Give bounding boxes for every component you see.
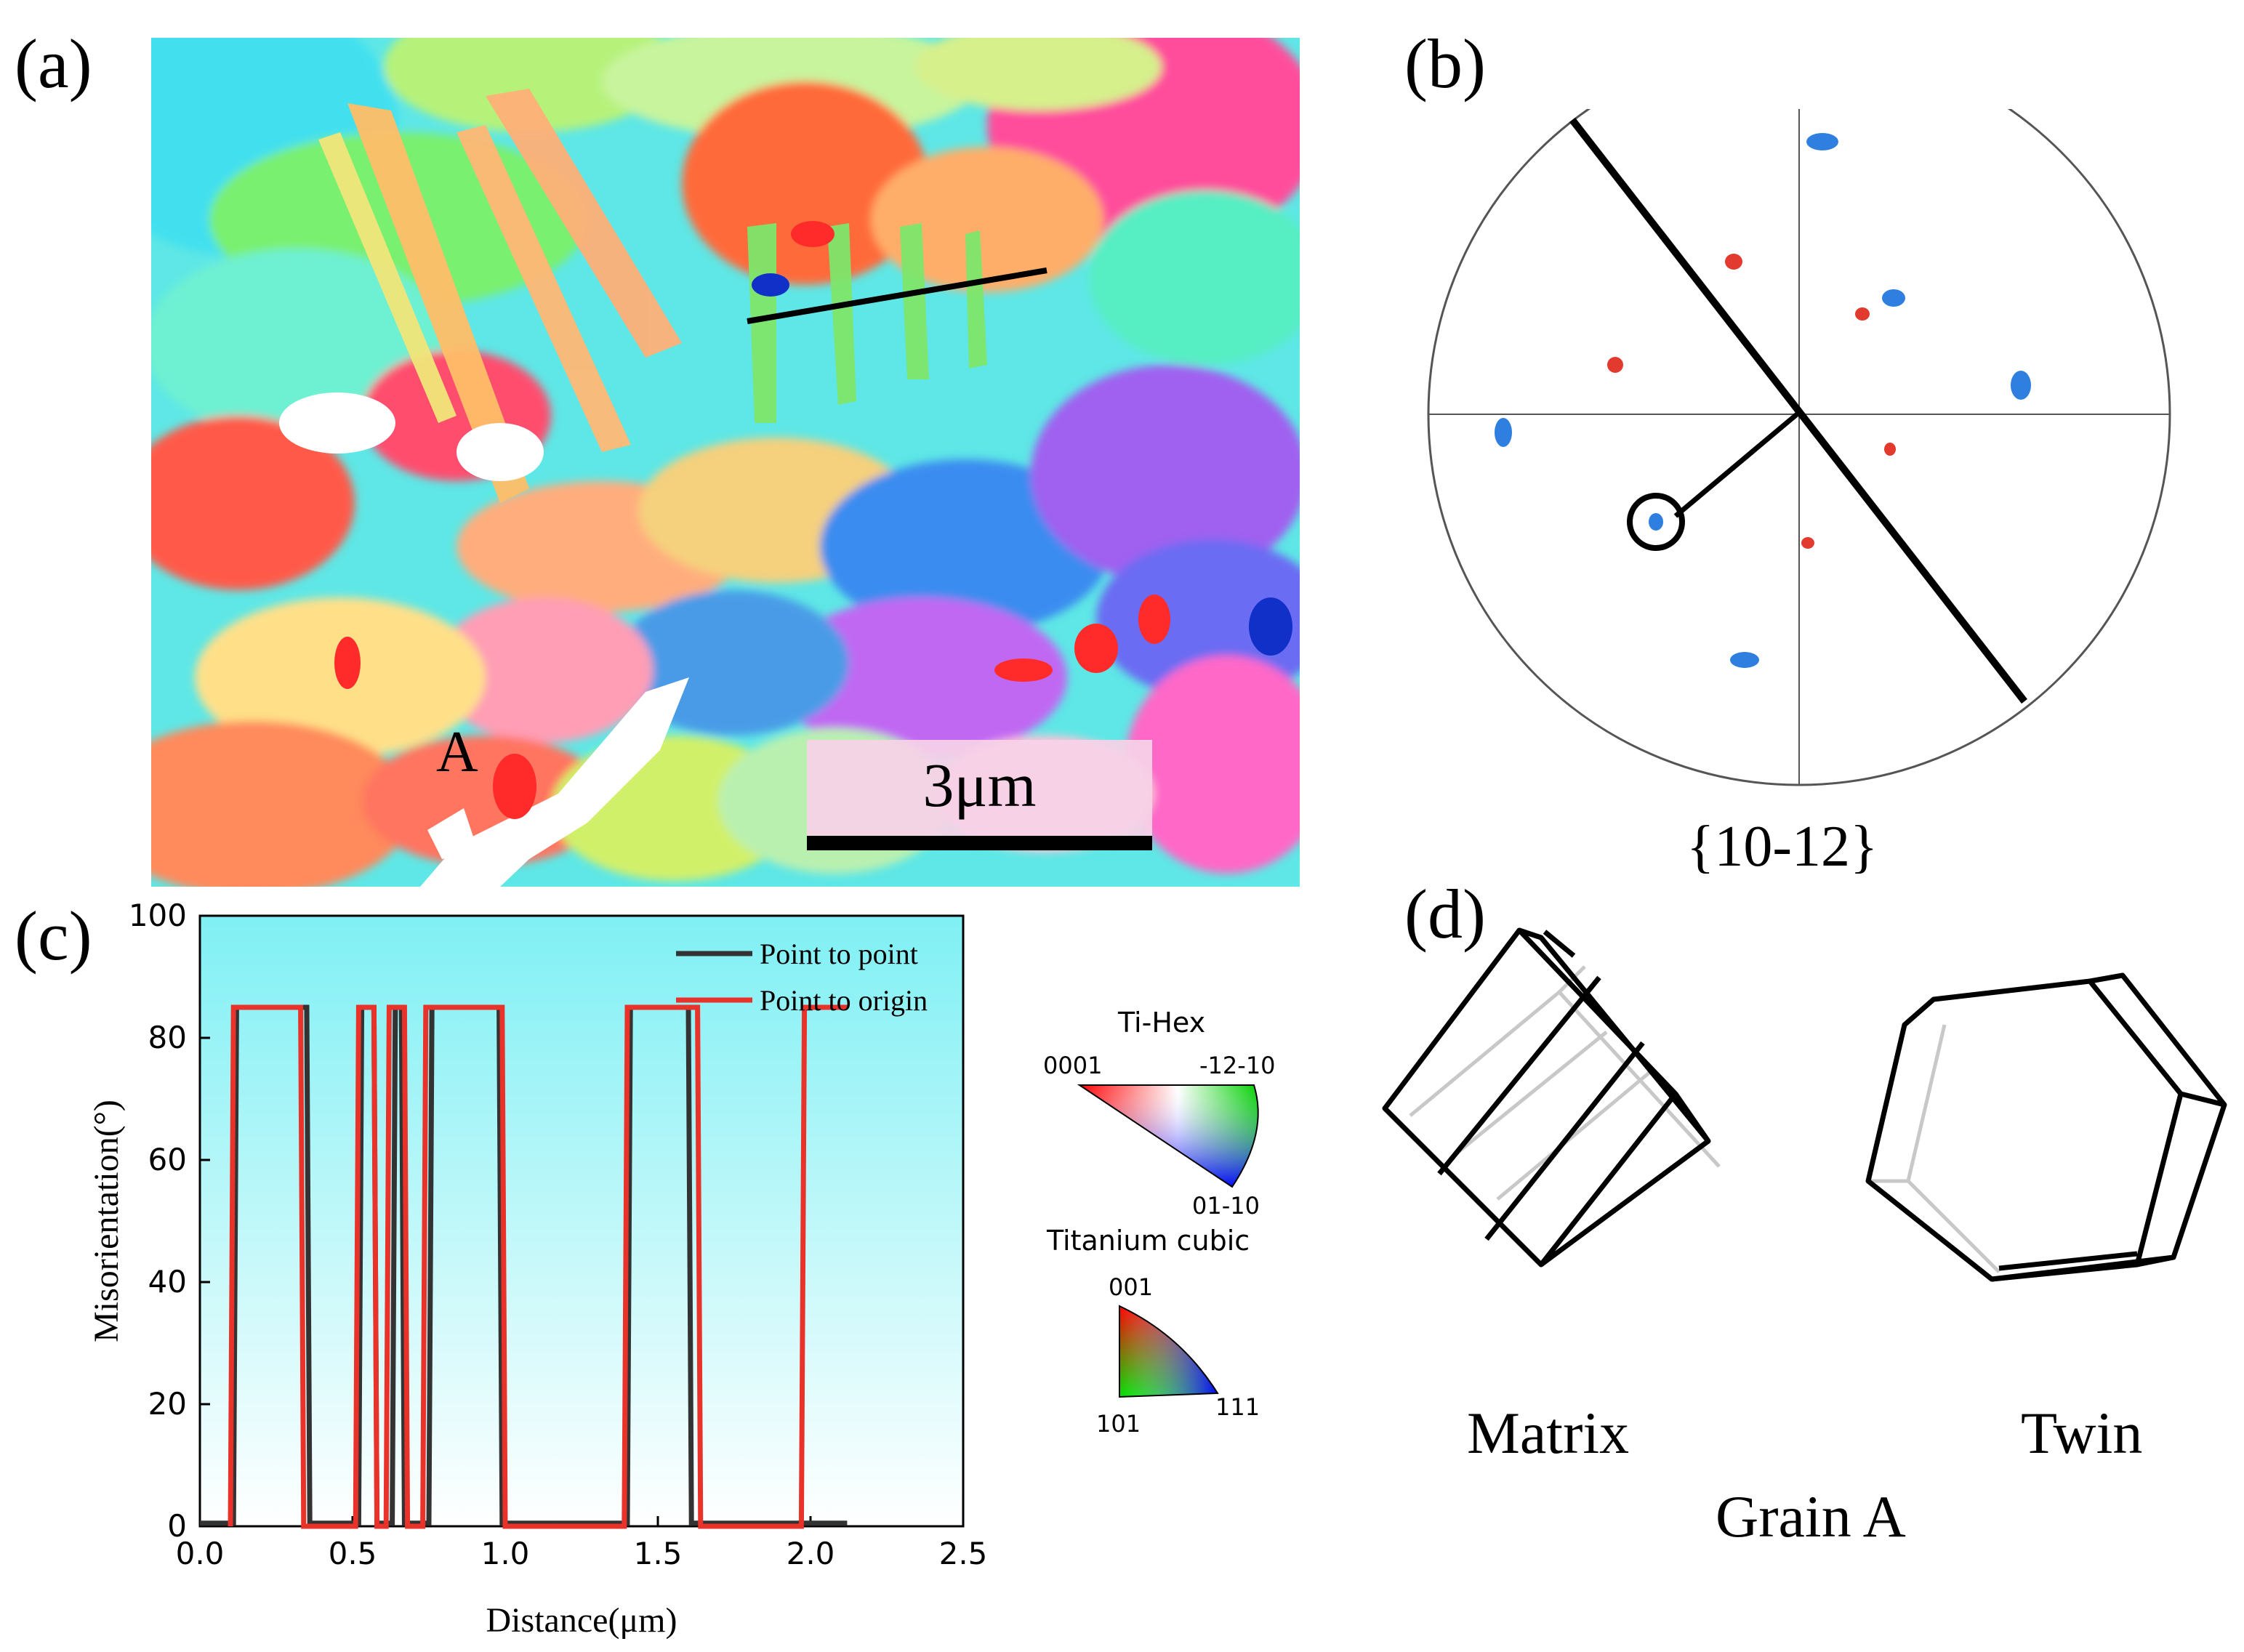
grain-a-label: A (436, 720, 478, 784)
y-tick-label: 80 (148, 1020, 187, 1055)
ebsd-orientation-map (151, 38, 1300, 887)
x-tick-label: 0.5 (329, 1536, 377, 1571)
x-tick-label: 2.5 (939, 1536, 988, 1571)
y-tick-label: 100 (129, 901, 187, 933)
cubic-key-title: Titanium cubic (1047, 1225, 1250, 1257)
panel-a-label: (a) (15, 25, 92, 102)
cubic-key-101: 101 (1096, 1410, 1141, 1438)
hex-key-0001: 0001 (1043, 1052, 1103, 1079)
scale-bar-label: 3μm (922, 750, 1037, 820)
twin-crystal (1865, 972, 2227, 1282)
plot-area (198, 914, 965, 1528)
y-tick-label: 0 (167, 1508, 187, 1544)
hex-color-key (1077, 1084, 1259, 1188)
hex-key-12-10: -12-10 (1199, 1052, 1276, 1079)
hex-key-title: Ti-Hex (1118, 1007, 1206, 1039)
twin-plane-trace (1569, 117, 2027, 704)
scale-bar (807, 836, 1152, 850)
matrix-poles (1495, 133, 2031, 668)
series-line-point-to-origin (228, 1004, 848, 1529)
y-tick-label: 20 (148, 1386, 187, 1422)
x-tick-label: 1.0 (481, 1536, 530, 1571)
y-axis-label: Misorientation(°) (87, 1100, 126, 1342)
matrix-crystal (1382, 927, 1721, 1268)
cubic-key-001: 001 (1109, 1273, 1154, 1301)
y-tick-label: 60 (148, 1142, 187, 1177)
line-profile (747, 267, 1047, 324)
legend-label: Point to origin (760, 984, 928, 1017)
twin-poles (1607, 254, 1896, 549)
matrix-label: Matrix (1467, 1400, 1630, 1466)
highlight-circle (1627, 493, 1685, 551)
twin-label: Twin (2021, 1400, 2143, 1466)
x-tick-label: 1.5 (634, 1536, 683, 1571)
panel-c-label: (c) (15, 897, 92, 975)
x-tick-label: 0.0 (176, 1536, 225, 1571)
x-axis-label: Distance(μm) (486, 1601, 677, 1640)
hex-key-01-10: 01-10 (1192, 1192, 1260, 1220)
cubic-color-key (1119, 1305, 1219, 1398)
crystal-schematics (1382, 927, 2227, 1282)
panel-b-label: (b) (1404, 25, 1486, 102)
series-line-point-to-point (200, 1004, 848, 1526)
legend-label: Point to point (760, 938, 918, 970)
pole-figure (1427, 109, 2171, 786)
grain-caption: Grain A (1716, 1483, 1906, 1550)
scale-bar-background (807, 740, 1152, 849)
y-tick-label: 40 (148, 1264, 187, 1300)
x-tick-label: 2.0 (787, 1536, 835, 1571)
misorientation-chart: 0.0 0.5 1.0 1.5 2.0 2.5 0 20 40 60 80 100 Point to … (87, 901, 988, 1640)
cubic-key-111: 111 (1215, 1393, 1260, 1421)
panel-d-label: (d) (1404, 875, 1486, 953)
pole-figure-plane: {10-12} (1686, 815, 1878, 879)
